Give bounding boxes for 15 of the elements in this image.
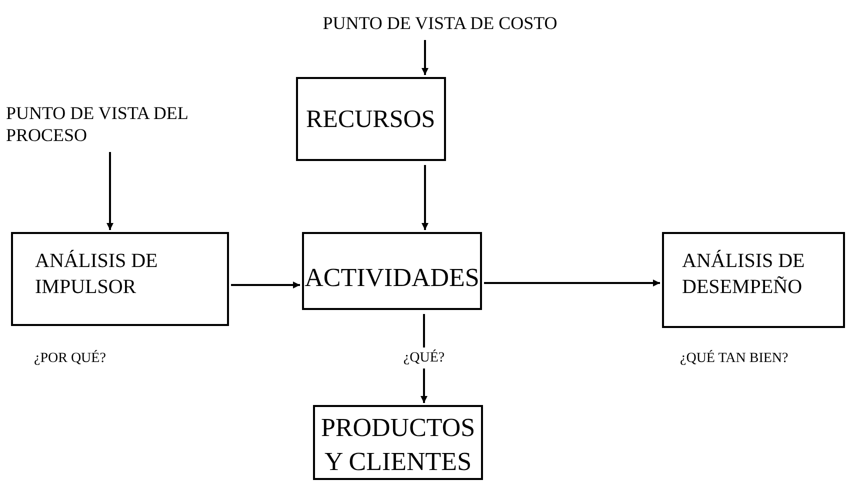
question-note: ¿POR QUÉ? (34, 349, 106, 368)
arrow (231, 282, 300, 288)
process-box: ANÁLISIS DE DESEMPEÑO (662, 232, 845, 328)
process-box: RECURSOS (296, 77, 446, 161)
arrow (484, 280, 660, 286)
question-note: ¿QUÉ TAN BIEN? (680, 349, 788, 368)
edge-label: ¿QUÉ? (401, 347, 447, 368)
process-box: PRODUCTOS Y CLIENTES (313, 405, 483, 480)
arrow (422, 40, 428, 75)
arrow (422, 165, 428, 230)
process-box: ACTIVIDADES (302, 232, 482, 310)
heading-text: PUNTO DE VISTA DEL PROCESO (6, 102, 246, 148)
process-box: ANÁLISIS DE IMPULSOR (11, 232, 229, 326)
heading-text: PUNTO DE VISTA DE COSTO (290, 10, 590, 36)
arrow (106, 152, 114, 230)
